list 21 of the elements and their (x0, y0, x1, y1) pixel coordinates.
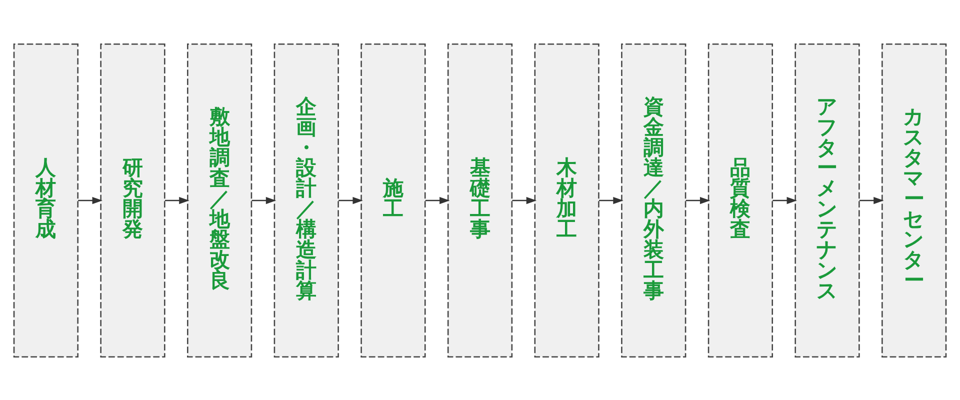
node-box: 人材育成 (13, 42, 78, 358)
arrow (164, 196, 190, 204)
node-box: カスタマーセンター (882, 42, 947, 358)
arrow (425, 196, 450, 204)
node-box: 敷地調査／地盤改良 (187, 42, 252, 358)
arrow (772, 196, 798, 204)
arrow (686, 196, 710, 204)
arrow (78, 196, 102, 204)
node-box: アフターメンテナンス (794, 42, 860, 358)
arrow (338, 196, 363, 204)
node-box: 研究開発 (100, 42, 166, 358)
node-box: 基礎工事 (447, 42, 513, 358)
arrow (252, 196, 276, 204)
arrow (859, 196, 884, 204)
arrow (512, 196, 537, 204)
node-box: 企画・設計／構造計算 (274, 42, 339, 358)
arrow (598, 196, 624, 204)
node-box: 木材加工 (534, 42, 600, 358)
node-box: 施工 (360, 42, 426, 358)
node-box: 資金調達／内外装工事 (621, 42, 686, 358)
node-box: 品質検査 (708, 42, 773, 358)
